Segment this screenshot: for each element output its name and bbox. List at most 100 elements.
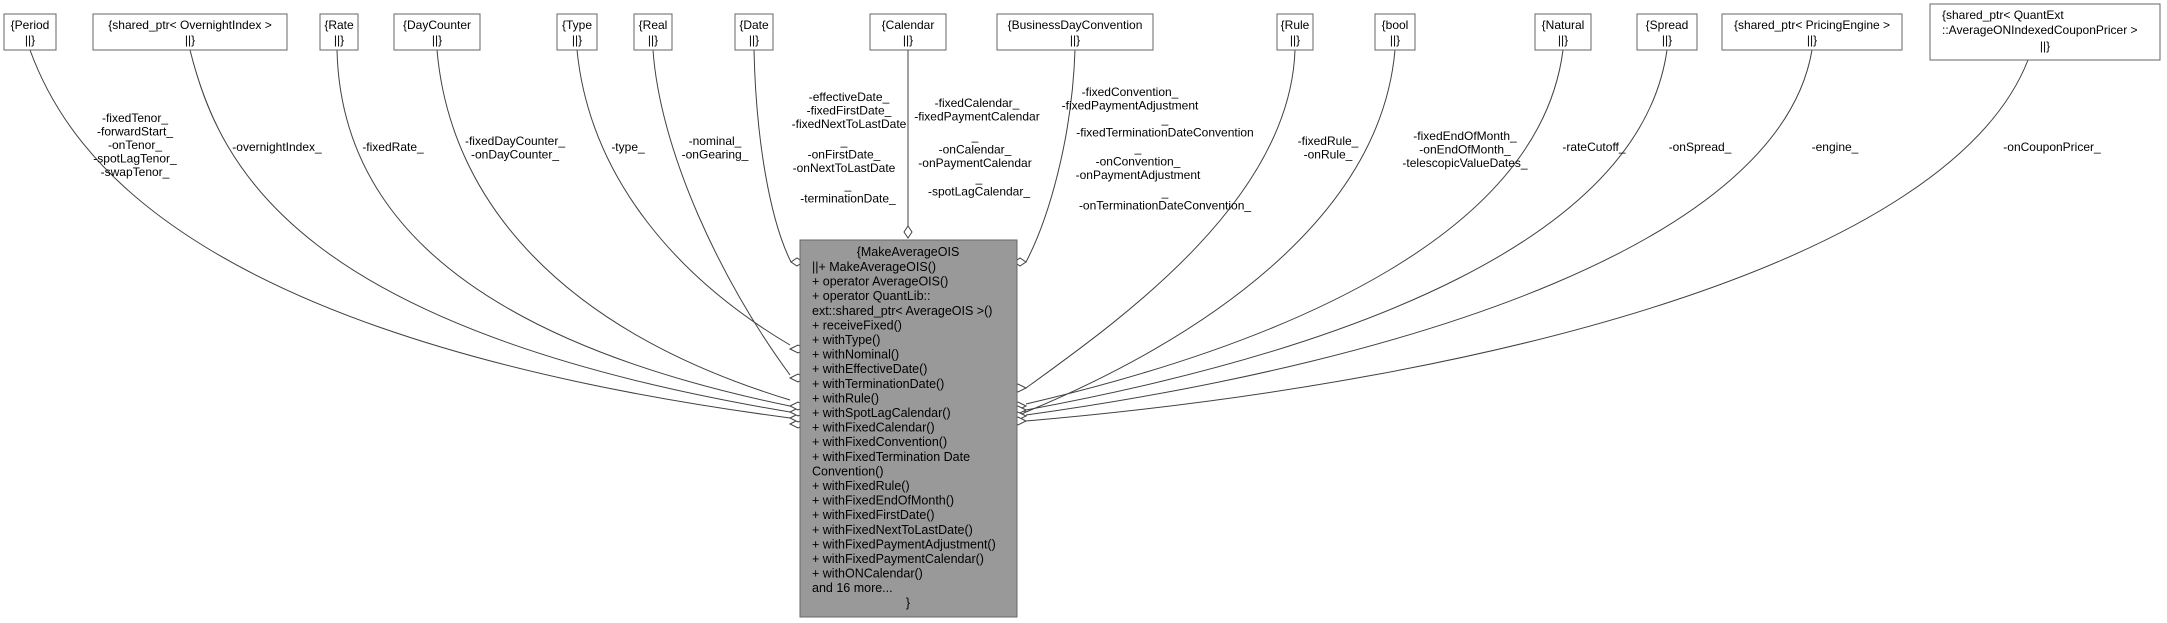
main-class-member: + withRule(): [812, 391, 879, 405]
type-box-title: {shared_ptr< PricingEngine >: [1734, 18, 1890, 32]
type-box-sep: ||}: [1558, 33, 1568, 47]
type-box-title-2: ::AverageONIndexedCouponPricer >: [1942, 23, 2138, 37]
label-period-members: -fixedTenor_-forwardStart_-onTenor_-spot…: [93, 111, 177, 179]
type-box-rule[interactable]: {Rule ||}: [1276, 13, 1314, 51]
type-box-spread[interactable]: {Spread ||}: [1636, 13, 1698, 51]
type-box-title: {Period: [11, 18, 50, 32]
edge-label-line: -spotLagTenor_: [93, 152, 177, 166]
type-box-shared-ptr-pricing-engine[interactable]: {shared_ptr< PricingEngine > ||}: [1721, 13, 1903, 51]
edge-label-line: -fixedDayCounter_: [465, 134, 565, 148]
main-class-title: {MakeAverageOIS: [857, 245, 960, 259]
main-class-box[interactable]: {MakeAverageOIS ||+ MakeAverageOIS()+ op…: [799, 239, 1018, 618]
edge-label-line: -forwardStart_: [97, 125, 173, 139]
main-class-member: + withFixedPaymentCalendar(): [812, 552, 984, 566]
edge-label-line: -fixedPaymentCalendar: [914, 110, 1039, 124]
edge-label-line: -onTerminationDateConvention_: [1079, 199, 1251, 213]
type-box-title: {Calendar: [882, 18, 935, 32]
edge-label-line: -onGearing_: [682, 148, 749, 162]
type-box-sep: ||}: [749, 33, 759, 47]
label-type: -type_: [611, 140, 645, 154]
type-box-sep: ||}: [185, 33, 195, 47]
edge-business-day-convention: [1025, 49, 1076, 263]
main-class-member: + withFixedPaymentAdjustment(): [812, 537, 996, 551]
label-bool-members: -fixedEndOfMonth_-onEndOfMonth_-telescop…: [1402, 129, 1528, 170]
type-box-rate[interactable]: {Rate ||}: [319, 13, 359, 51]
label-calendar-members-2: _-onCalendar_-onPaymentCalendar: [918, 129, 1031, 170]
main-class-member: + withONCalendar(): [812, 567, 923, 581]
edge-label-line: -rateCutoff_: [1562, 140, 1625, 154]
label-date-members-3: _-terminationDate_: [800, 178, 896, 206]
main-class-member: + withFixedFirstDate(): [812, 508, 935, 522]
edge-label-line: -onPaymentAdjustment: [1076, 168, 1201, 182]
label-on-coupon-pricer: -onCouponPricer_: [2003, 140, 2101, 154]
edge-bool: [1025, 49, 1396, 413]
type-box-calendar[interactable]: {Calendar ||}: [869, 13, 947, 51]
edge-label-line: -fixedConvention_: [1082, 85, 1179, 99]
type-box-period[interactable]: {Period ||}: [3, 13, 57, 51]
edge-label-line: -fixedNextToLastDate: [792, 117, 907, 131]
edge-overnight-index: [189, 49, 791, 413]
diamond-calendar: [903, 225, 913, 239]
edge-label-line: -engine_: [1812, 140, 1859, 154]
type-box-sep: ||}: [1662, 33, 1672, 47]
main-class-member: ext::shared_ptr< AverageOIS >(): [812, 304, 992, 318]
type-box-shared-ptr-overnight-index[interactable]: {shared_ptr< OvernightIndex > ||}: [92, 13, 288, 51]
edge-label-line: _: [975, 171, 983, 185]
type-box-sep: ||}: [648, 33, 658, 47]
type-box-shared-ptr-coupon-pricer[interactable]: {shared_ptr< QuantExt ::AverageONIndexed…: [1929, 3, 2161, 61]
type-box-bool[interactable]: {bool ||}: [1374, 13, 1416, 51]
type-box-title: {Rule: [1281, 18, 1310, 32]
edge-coupon-pricer: [1025, 59, 2029, 422]
label-convention-members-2: _-fixedTerminationDateConvention: [1076, 112, 1253, 140]
type-boxes: {Period ||} {shared_ptr< OvernightIndex …: [3, 3, 2161, 61]
edge-label-line: -fixedRule_: [1298, 134, 1359, 148]
label-convention-members-4: _-onTerminationDateConvention_: [1079, 185, 1251, 213]
label-calendar-members-3: _-spotLagCalendar_: [928, 171, 1030, 199]
type-box-day-counter[interactable]: {DayCounter ||}: [393, 13, 481, 51]
type-box-sep: ||}: [2040, 39, 2050, 53]
label-date-members-1: -effectiveDate_-fixedFirstDate_-fixedNex…: [792, 90, 907, 131]
type-box-real[interactable]: {Real ||}: [633, 13, 673, 51]
edge-label-line: -telescopicValueDates_: [1402, 156, 1528, 170]
label-rate-cutoff: -rateCutoff_: [1562, 140, 1625, 154]
edge-labels: -fixedTenor_-forwardStart_-onTenor_-spot…: [93, 85, 2101, 213]
edge-label-line: _: [1161, 112, 1169, 126]
edge-label-line: -effectiveDate_: [809, 90, 890, 104]
type-box-type[interactable]: {Type ||}: [556, 13, 598, 51]
edge-day-counter: [436, 49, 791, 401]
edge-label-line: -fixedCalendar_: [935, 96, 1020, 110]
edge-natural: [1025, 49, 1564, 405]
main-class-members: ||+ MakeAverageOIS()+ operator AverageOI…: [812, 260, 996, 610]
edge-label-line: _: [1134, 141, 1142, 155]
main-class-member: + withFixedCalendar(): [812, 421, 935, 435]
main-class-member: Convention(): [812, 464, 884, 478]
edges: [29, 49, 2029, 422]
main-class-member: + withEffectiveDate(): [812, 362, 927, 376]
type-box-date[interactable]: {Date ||}: [734, 13, 774, 51]
main-class-member: + withTerminationDate(): [812, 377, 944, 391]
type-box-sep: ||}: [572, 33, 582, 47]
label-date-members-2: _-onFirstDate_-onNextToLastDate: [793, 134, 896, 175]
edge-real: [652, 49, 791, 376]
main-class-member: + withFixedEndOfMonth(): [812, 494, 954, 508]
main-class-member: + withNominal(): [812, 348, 899, 362]
edge-label-line: -fixedFirstDate_: [807, 104, 892, 118]
type-box-business-day-convention[interactable]: {BusinessDayConvention ||}: [996, 13, 1154, 51]
label-on-spread: -onSpread_: [1669, 140, 1732, 154]
type-box-natural[interactable]: {Natural ||}: [1534, 13, 1592, 51]
edge-label-line: -onConvention_: [1096, 155, 1181, 169]
type-box-sep: ||}: [1070, 33, 1080, 47]
edge-pricing-engine: [1025, 49, 1813, 416]
label-day-counter-members: -fixedDayCounter_-onDayCounter_: [465, 134, 565, 162]
edge-label-line: -onCalendar_: [939, 143, 1012, 157]
edge-label-line: -fixedRate_: [362, 140, 424, 154]
main-class-member: + withSpotLagCalendar(): [812, 406, 951, 420]
type-box-sep: ||}: [1807, 33, 1817, 47]
main-class-member: ||+ MakeAverageOIS(): [812, 260, 936, 274]
edge-label-line: _: [1161, 185, 1169, 199]
type-box-title: {BusinessDayConvention: [1008, 18, 1143, 32]
edge-label-line: -onTenor_: [108, 138, 162, 152]
edge-label-line: -overnightIndex_: [232, 140, 322, 154]
label-real-members: -nominal_-onGearing_: [682, 134, 749, 162]
